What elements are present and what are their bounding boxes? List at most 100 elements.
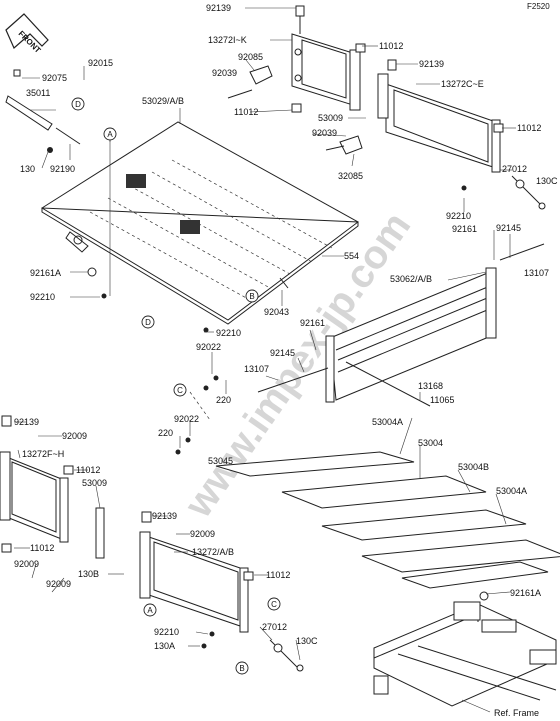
part-label: 220 — [158, 428, 173, 438]
rod-13107-upper — [499, 243, 545, 261]
callout-b-lower: B — [235, 661, 249, 675]
bracket-35011 — [5, 69, 81, 153]
part-label: 11012 — [76, 465, 100, 475]
part-label: 13272F~H — [22, 449, 64, 459]
part-label: 53045 — [208, 456, 233, 466]
part-label: 92009 — [14, 559, 39, 569]
part-label: 13272C~E — [441, 79, 484, 89]
part-label: 11012 — [234, 107, 258, 117]
ref-frame-label: Ref. Frame — [494, 708, 539, 718]
part-label: 13168 — [418, 381, 443, 391]
part-label: 53004 — [418, 438, 443, 448]
rod-13107-lower — [257, 367, 329, 393]
bolt-92139-a — [295, 5, 305, 34]
part-label: 92075 — [42, 73, 67, 83]
part-label: 92190 — [50, 164, 75, 174]
part-label: 92139 — [206, 3, 231, 13]
part-label: 92039 — [312, 128, 337, 138]
part-label: 27012 — [502, 164, 527, 174]
part-label: 13107 — [244, 364, 269, 374]
part-label: 92210 — [30, 292, 55, 302]
part-label: 92015 — [88, 58, 113, 68]
part-label: 130C — [536, 176, 558, 186]
part-label: 92085 — [238, 52, 263, 62]
part-label: 92210 — [216, 328, 241, 338]
part-label: 92039 — [212, 68, 237, 78]
part-label: 92145 — [496, 223, 521, 233]
part-label: 53004A — [496, 486, 527, 496]
callout-c-lower: C — [267, 597, 281, 611]
upper-side-panel-b — [377, 73, 501, 173]
part-label: 92022 — [174, 414, 199, 424]
part-label: 92210 — [154, 627, 179, 637]
part-label: 13272/A/B — [192, 547, 234, 557]
part-label: 130B — [78, 569, 99, 579]
part-label: 53062/A/B — [390, 274, 432, 284]
part-label: 130C — [296, 636, 318, 646]
part-label: 53029/A/B — [142, 96, 184, 106]
grommet-92161a — [87, 267, 97, 277]
cap-11012-b — [291, 103, 302, 113]
part-label: 11012 — [379, 41, 403, 51]
callout-a-lower: A — [143, 603, 157, 617]
part-label: 92022 — [196, 342, 221, 352]
bolt-92139-b — [387, 59, 397, 71]
part-label: 53004A — [372, 417, 403, 427]
callout-c-label: C — [177, 386, 183, 395]
part-label: 92009 — [62, 431, 87, 441]
bar-53009-lower — [95, 507, 105, 559]
floor-mats — [215, 451, 560, 589]
front-arrow-icon: FRONT — [5, 13, 49, 55]
part-label: 13272I~K — [208, 35, 247, 45]
lower-side-panel-a — [0, 451, 69, 543]
lock-assembly-32085 — [227, 65, 363, 155]
part-label: 13107 — [524, 268, 549, 278]
part-label: 92145 — [270, 348, 295, 358]
cap-11012-d — [63, 465, 74, 475]
part-label: 11012 — [266, 570, 290, 580]
part-label: 92009 — [190, 529, 215, 539]
bolt-92139-c — [1, 415, 12, 427]
part-label: 53009 — [318, 113, 343, 123]
part-label: 27012 — [262, 622, 287, 632]
cap-11012-a — [355, 43, 366, 53]
part-label: 130 — [20, 164, 35, 174]
part-label: 92161A — [510, 588, 541, 598]
callout-c-label-2: C — [271, 600, 277, 609]
latch-rod-lower — [201, 631, 304, 672]
callout-b-label-2: B — [239, 664, 244, 673]
upper-side-panel-a — [291, 33, 361, 111]
callout-b-label: B — [249, 292, 254, 301]
part-label: 35011 — [26, 88, 50, 98]
bolt-92210-b — [203, 327, 209, 333]
part-label: 92139 — [14, 417, 39, 427]
callout-d-lower: D — [141, 315, 155, 329]
part-label: 11012 — [517, 123, 541, 133]
callout-a-label: A — [107, 130, 113, 139]
cap-11012-c — [493, 123, 504, 133]
part-label: 92043 — [264, 307, 289, 317]
part-label: 11065 — [430, 395, 454, 405]
lower-side-panel-b — [139, 531, 249, 633]
part-label: 11012 — [30, 543, 54, 553]
callout-d-upper: D — [71, 97, 85, 111]
reference-frame — [373, 591, 557, 707]
part-label: 32085 — [338, 171, 363, 181]
part-label: 53004B — [458, 462, 489, 472]
part-label: 92161 — [452, 224, 477, 234]
part-label: 92139 — [419, 59, 444, 69]
cap-11012-e — [1, 543, 12, 553]
callout-d-label: D — [75, 100, 81, 109]
bolt-92043 — [279, 277, 289, 289]
part-label: 130A — [154, 641, 175, 651]
callout-b-upper: B — [245, 289, 259, 303]
part-label: 92210 — [446, 211, 471, 221]
cap-11012-f — [243, 571, 254, 581]
bolt-92210-a — [101, 293, 107, 299]
part-labels: 92139 13272I~K 11012 92139 92085 13272C~… — [14, 3, 558, 718]
callout-a-label-2: A — [147, 606, 153, 615]
tailgate-53062 — [325, 267, 497, 403]
callout-c-upper: C — [173, 383, 187, 397]
